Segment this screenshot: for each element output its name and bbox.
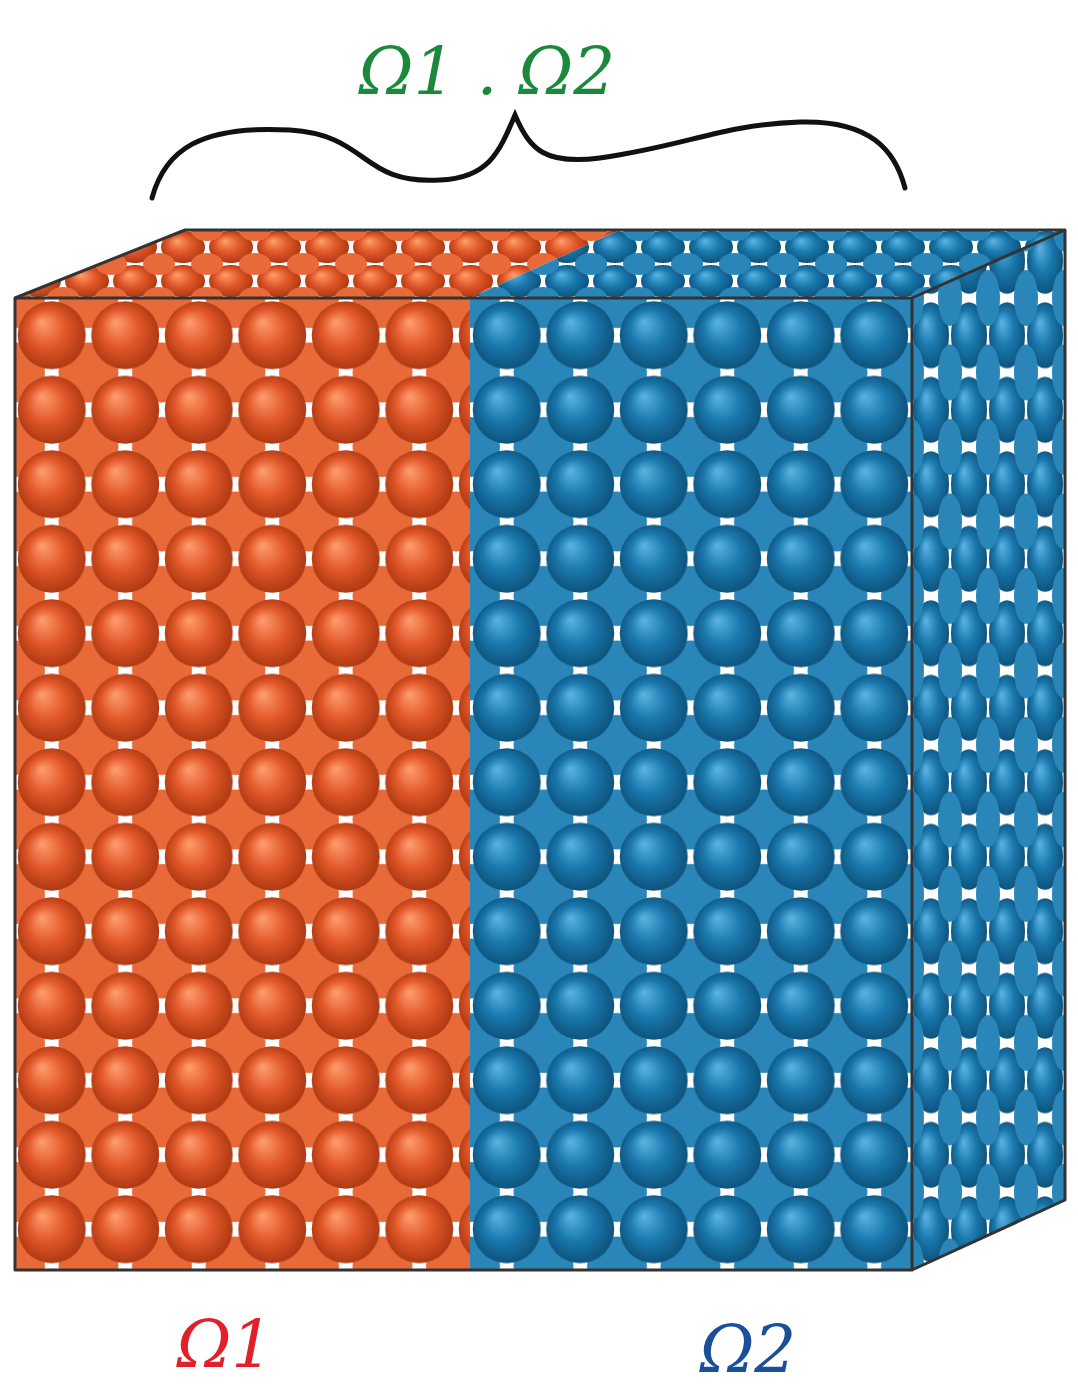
front-face-red (15, 298, 470, 1270)
box-outline (15, 230, 1065, 1270)
side-face-blue (912, 230, 1065, 1270)
front-face-blue (470, 298, 912, 1270)
region-label: Ω1 . Ω2 (359, 39, 615, 105)
brace (152, 115, 905, 198)
region-label: Ω2 (700, 1317, 797, 1383)
region-label: Ω1 (177, 1312, 274, 1378)
